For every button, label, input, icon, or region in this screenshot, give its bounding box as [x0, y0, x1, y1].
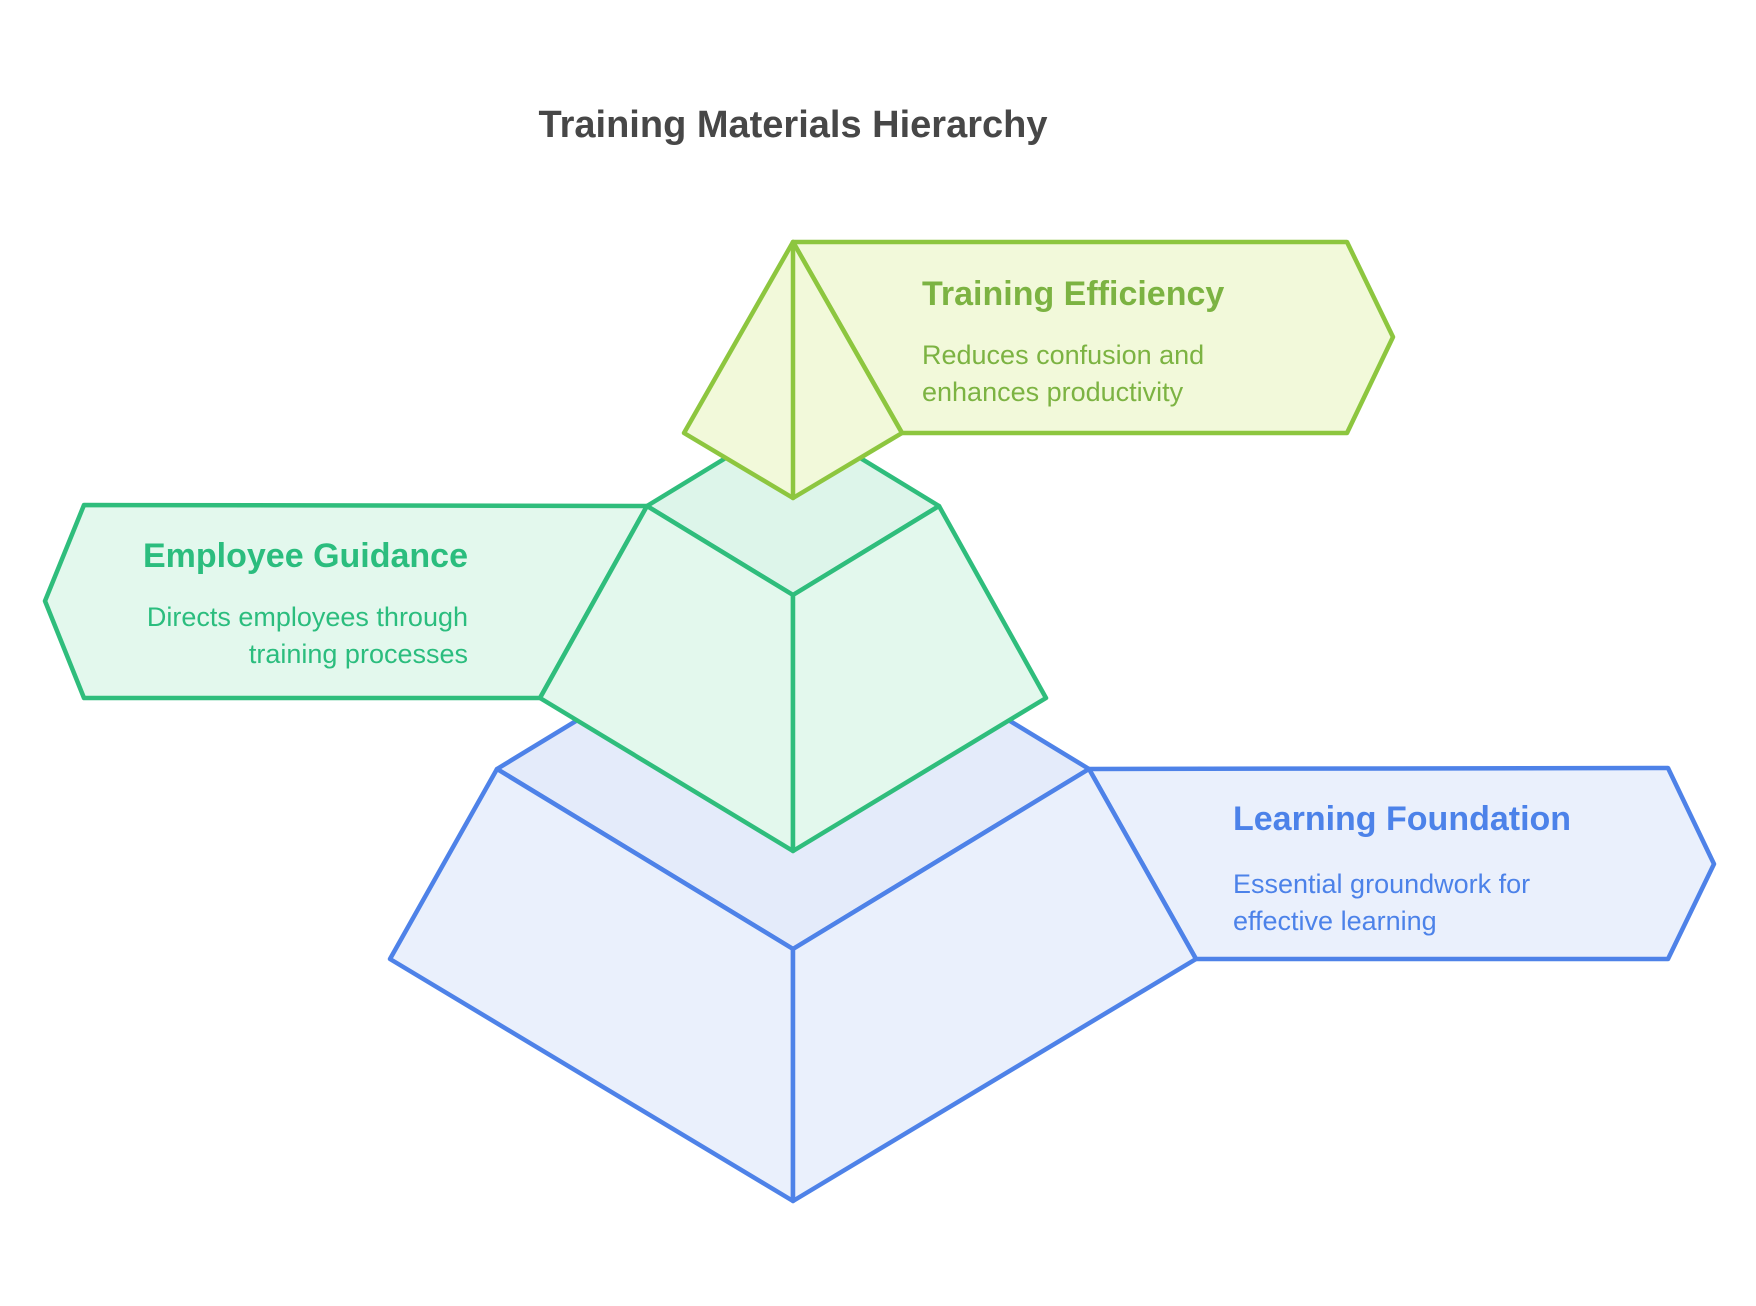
tier3-heading: Learning Foundation: [1233, 800, 1571, 838]
tier1-heading: Training Efficiency: [922, 275, 1224, 313]
tier3-description-line2: effective learning: [1233, 906, 1437, 936]
tier1-description-line1: Reduces confusion and: [922, 340, 1204, 370]
tier3-description-line1: Essential groundwork for: [1233, 869, 1530, 899]
tier2-right-face: [790, 503, 1049, 854]
tier-training-efficiency: [681, 239, 1396, 501]
tier2-description-line1: Directs employees through: [147, 602, 468, 632]
tier-employee-guidance: [42, 414, 1049, 854]
tier1-description-line2: enhances productivity: [922, 377, 1184, 407]
tier2-description-line2: training processes: [249, 639, 468, 669]
tier2-heading: Employee Guidance: [143, 537, 468, 575]
diagram-title: Training Materials Hierarchy: [539, 104, 1048, 146]
label-employee-guidance: [42, 502, 650, 701]
tier3-right-face: [790, 766, 1199, 1204]
